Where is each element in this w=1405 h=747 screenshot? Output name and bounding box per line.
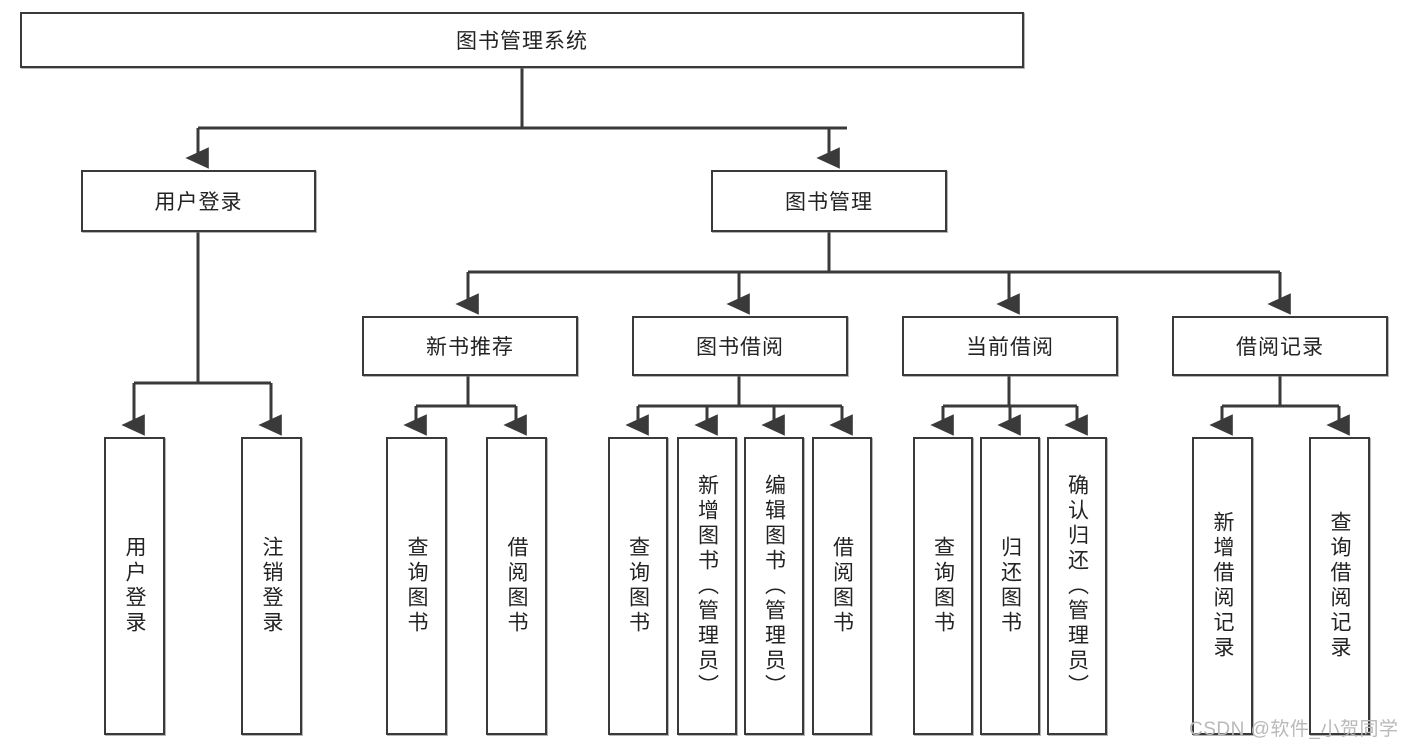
node-borrow-records[interactable]: 借阅记录: [1172, 316, 1388, 376]
node-label: 图书管理系统: [456, 30, 588, 53]
leaf-query-book-borrow[interactable]: 查询图书: [608, 437, 668, 735]
node-book-borrow[interactable]: 图书借阅: [632, 316, 848, 376]
node-label: 图书管理: [785, 191, 873, 214]
leaf-confirm-return-admin[interactable]: 确认归还（管理员）: [1047, 437, 1107, 735]
leaf-user-login[interactable]: 用户登录: [104, 437, 165, 735]
node-label: 确认归还（管理员）: [1065, 473, 1089, 699]
leaf-add-borrow-record[interactable]: 新增借阅记录: [1192, 437, 1253, 735]
leaf-return-book[interactable]: 归还图书: [980, 437, 1040, 735]
node-label: 查询图书: [405, 536, 428, 636]
leaf-query-borrow-record[interactable]: 查询借阅记录: [1309, 437, 1370, 735]
node-current-borrow[interactable]: 当前借阅: [902, 316, 1118, 376]
node-label: 新书推荐: [426, 336, 514, 359]
node-book-management[interactable]: 图书管理: [711, 170, 947, 232]
node-label: 查询借阅记录: [1328, 511, 1351, 661]
node-label: 借阅图书: [830, 536, 854, 636]
leaf-query-book-current[interactable]: 查询图书: [913, 437, 973, 735]
node-label: 查询图书: [931, 536, 955, 636]
leaf-logout[interactable]: 注销登录: [241, 437, 302, 735]
leaf-edit-book-admin[interactable]: 编辑图书（管理员）: [744, 437, 804, 735]
leaf-borrow-book-recommend[interactable]: 借阅图书: [486, 437, 547, 735]
node-label: 用户登录: [123, 536, 146, 636]
node-label: 用户登录: [154, 191, 243, 214]
leaf-query-book-recommend[interactable]: 查询图书: [386, 437, 447, 735]
node-label: 查询图书: [626, 536, 650, 636]
node-label: 注销登录: [260, 536, 283, 636]
leaf-borrow-book[interactable]: 借阅图书: [812, 437, 872, 735]
node-label: 借阅记录: [1236, 336, 1324, 359]
leaf-add-book-admin[interactable]: 新增图书（管理员）: [677, 437, 737, 735]
node-user-login[interactable]: 用户登录: [81, 170, 316, 232]
node-label: 当前借阅: [966, 336, 1054, 359]
node-label: 借阅图书: [505, 536, 528, 636]
node-label: 新增图书（管理员）: [695, 473, 719, 699]
node-new-book-recommend[interactable]: 新书推荐: [362, 316, 578, 376]
node-label: 图书借阅: [696, 336, 784, 359]
node-root-system[interactable]: 图书管理系统: [20, 12, 1024, 68]
node-label: 新增借阅记录: [1211, 511, 1234, 661]
node-label: 归还图书: [998, 536, 1022, 636]
node-label: 编辑图书（管理员）: [762, 473, 786, 699]
csdn-watermark: CSDN @软件_小贺同学: [1189, 719, 1399, 740]
